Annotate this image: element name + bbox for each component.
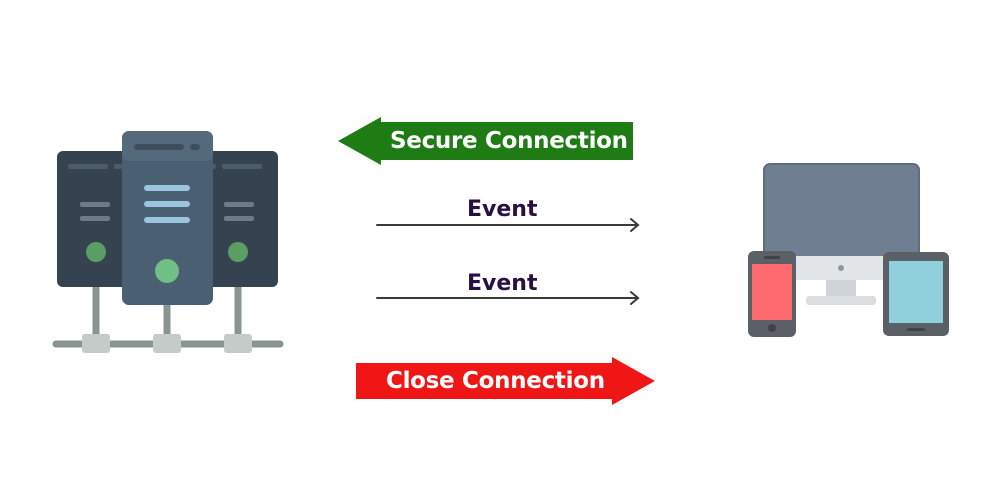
- event-arrow-2: [376, 291, 640, 305]
- server-unit-right: [198, 151, 278, 287]
- server-unit-left: [57, 151, 137, 287]
- close-connection-arrow: [356, 357, 655, 405]
- event-label-1: Event: [467, 197, 538, 222]
- network-nodes: [82, 334, 252, 353]
- server-rack-icon: [52, 131, 284, 353]
- server-unit-center: [122, 131, 213, 305]
- secure-connection-arrow: [338, 117, 633, 165]
- secure-connection-label: Secure Connection: [390, 128, 628, 154]
- client-devices-icon: [748, 163, 949, 337]
- event-arrow-1: [376, 218, 640, 232]
- close-connection-label: Close Connection: [386, 368, 605, 394]
- tablet-icon: [883, 252, 949, 336]
- event-label-2: Event: [467, 271, 538, 296]
- phone-icon: [748, 251, 796, 337]
